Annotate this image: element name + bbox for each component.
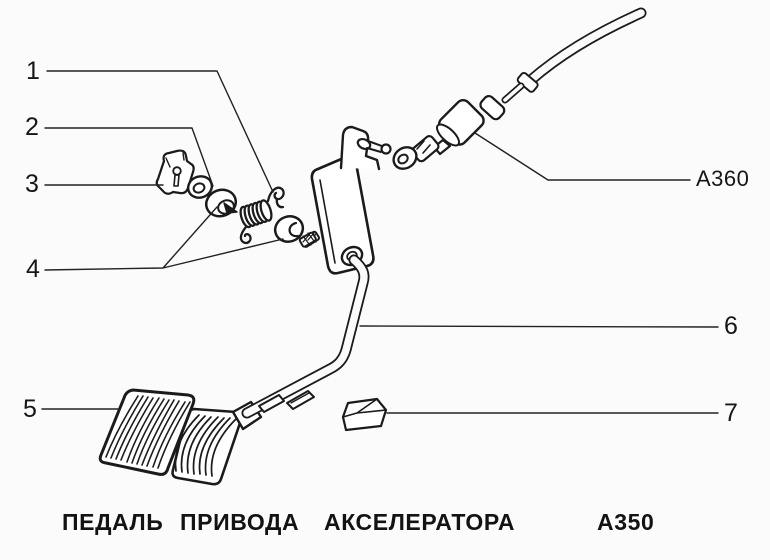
callout-5: 5 [23, 395, 37, 423]
callout-4: 4 [26, 255, 40, 283]
callout-7: 7 [724, 399, 738, 427]
caption-word-pedal: ПЕДАЛЬ [62, 509, 164, 535]
caption-word-akseleratora: АКСЕЛЕРАТОРА [324, 509, 516, 535]
leader-lines [41, 70, 719, 414]
callout-2: 2 [25, 113, 39, 141]
return-spring [239, 186, 285, 245]
pedal-bracket [300, 125, 392, 275]
cable-end-fitting [392, 94, 506, 170]
callout-3: 3 [25, 170, 39, 198]
pedal-lever-rod [231, 254, 370, 431]
callout-a360: А360 [696, 166, 750, 191]
callout-1: 1 [26, 57, 40, 85]
cone-bushing-front [204, 188, 238, 218]
spacer-block [341, 397, 388, 432]
callout-6: 6 [724, 312, 738, 340]
cone-bushing-rear [273, 215, 317, 248]
brake-pad [98, 388, 196, 476]
caption-word-privoda: ПРИВОДА [180, 509, 300, 535]
throttle-cable [501, 7, 647, 104]
caption-code-a350: А350 [597, 509, 655, 535]
